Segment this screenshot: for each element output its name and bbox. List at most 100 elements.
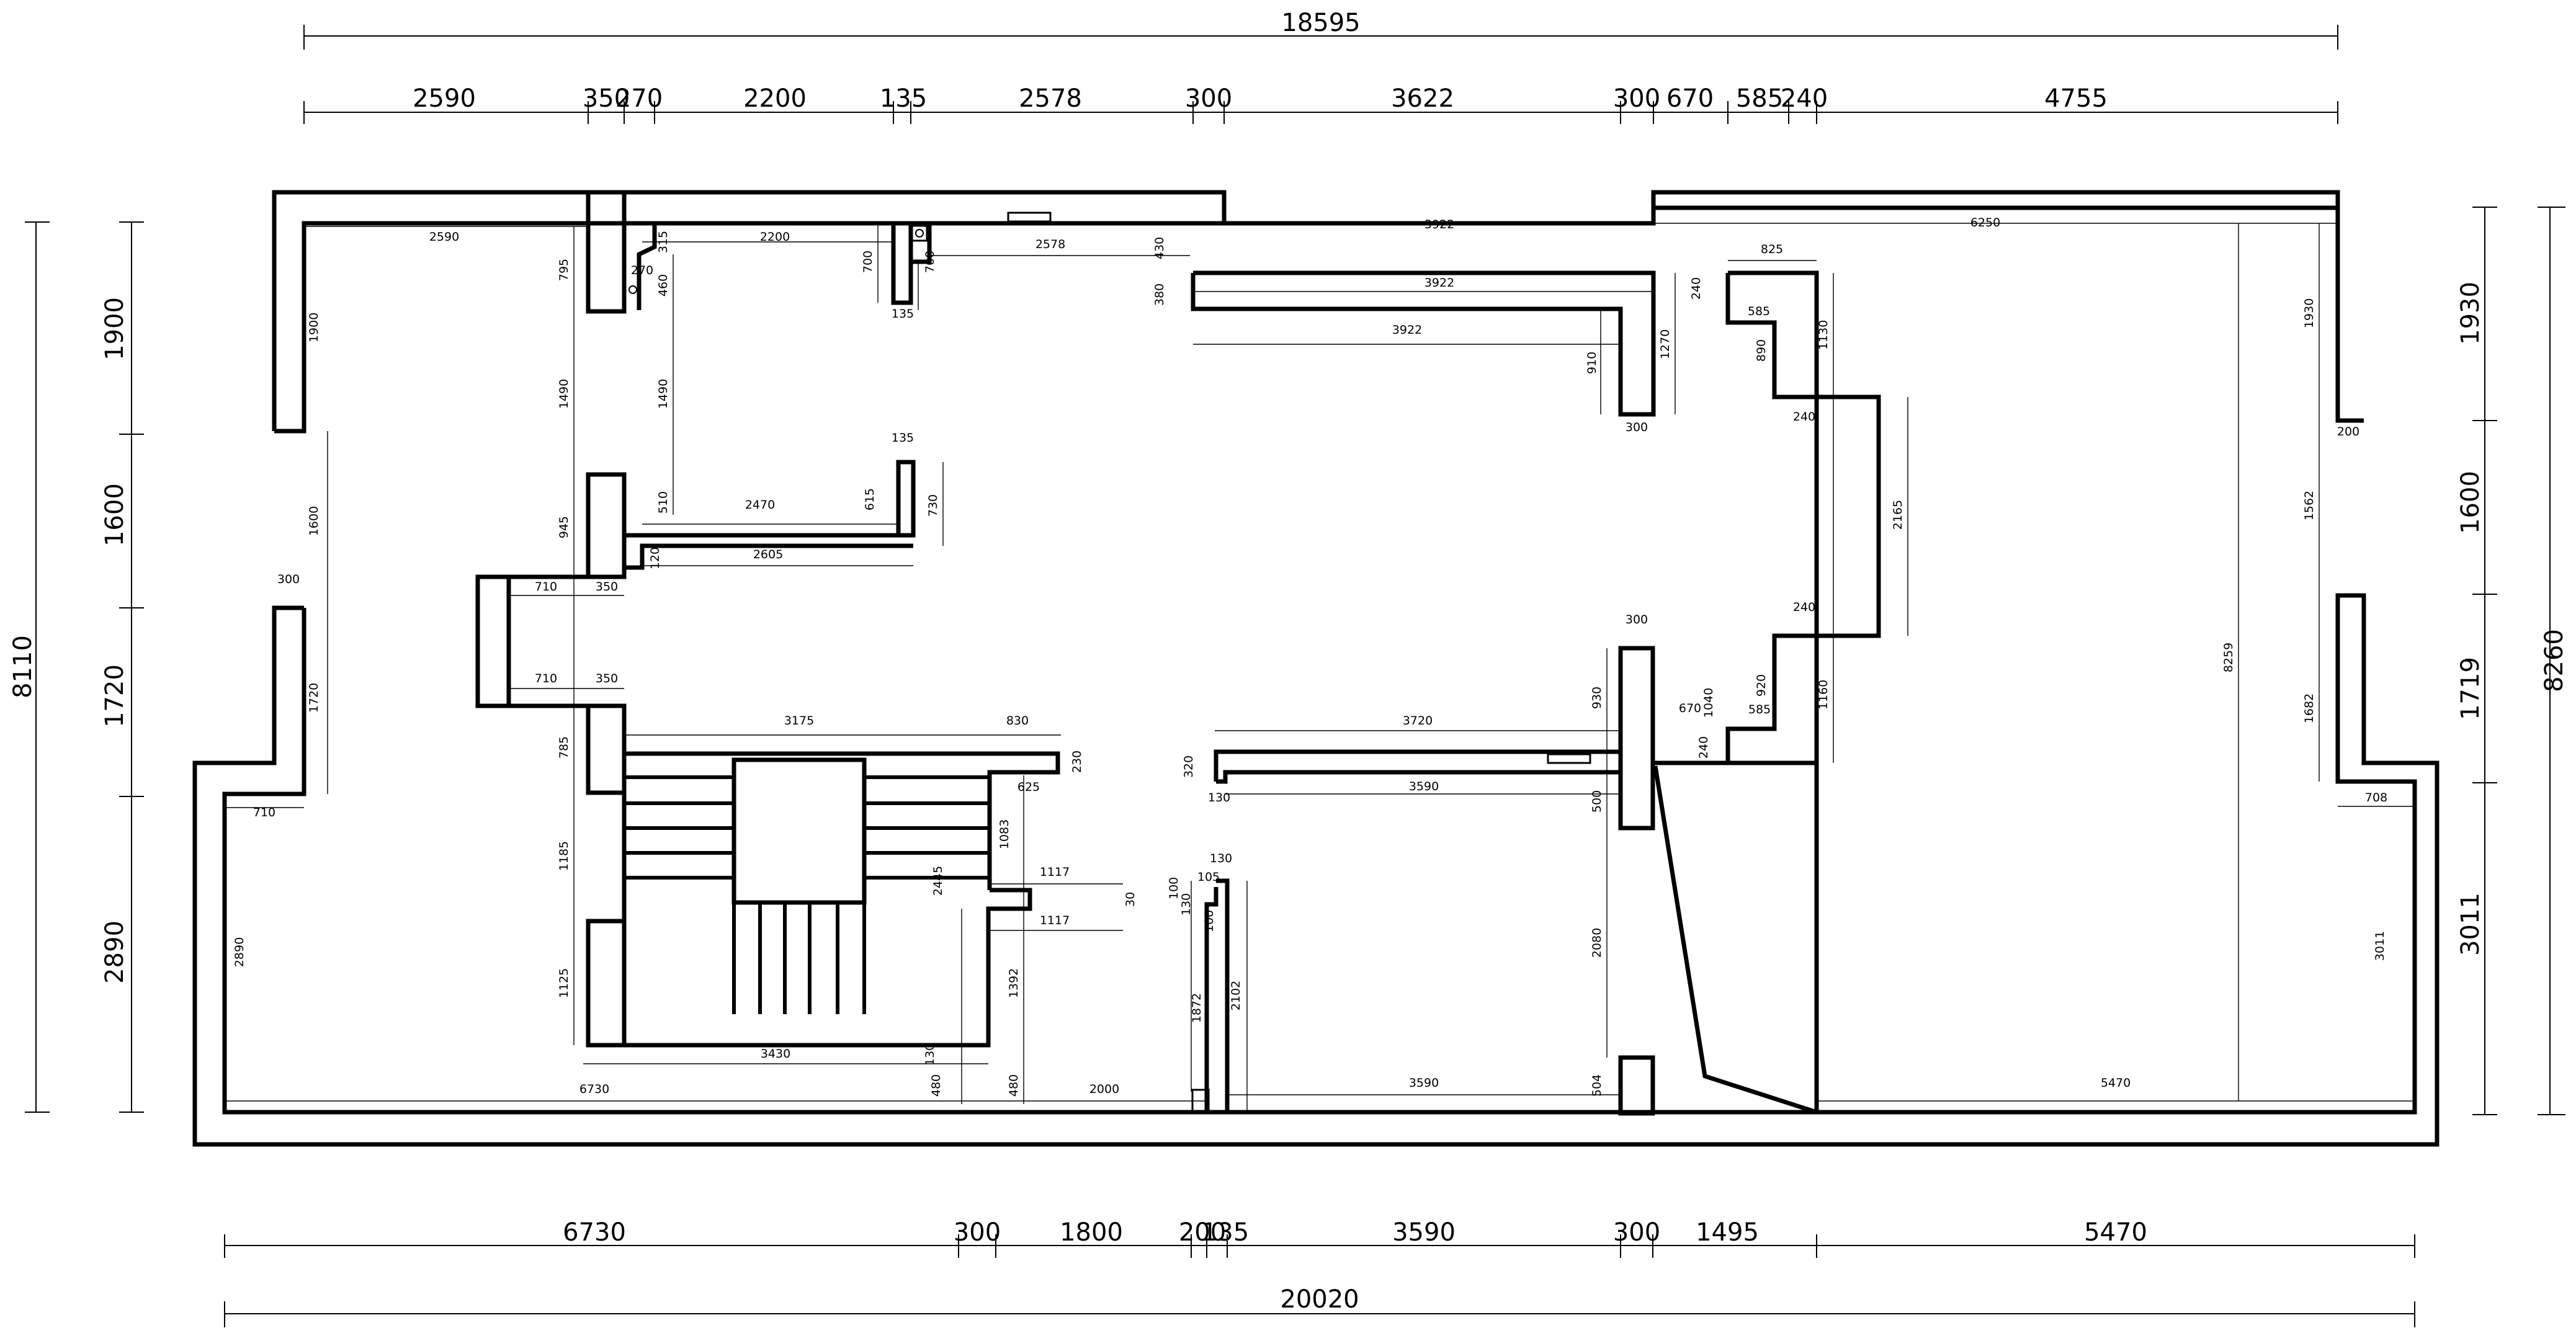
wall [1216, 770, 1621, 784]
dim-label: 300 [277, 573, 300, 586]
dim-label: 240 [1689, 277, 1703, 300]
dim-label: 700 [861, 251, 875, 273]
wall [1191, 270, 1656, 417]
dim-label: 2578 [1035, 238, 1065, 251]
dim-label: 585 [1748, 703, 1771, 716]
dim-label: 1130 [1817, 320, 1830, 350]
dim-label: 1040 [1702, 688, 1715, 718]
dim-top-seg: 270 [615, 84, 663, 113]
dim-left-total: 8110 [9, 635, 37, 698]
dim-label: 890 [1755, 339, 1768, 362]
dim-label: 350 [596, 580, 618, 594]
dim-label: 2080 [1590, 928, 1604, 958]
dim-label: 920 [1755, 674, 1768, 697]
dim-label: 230 [1070, 751, 1084, 773]
dim-label: 315 [656, 231, 670, 253]
wall [588, 888, 1032, 1048]
dim-bottom-seg: 300 [1613, 1218, 1660, 1247]
dim-left-seg: 1900 [101, 297, 129, 360]
dim-label: 8259 [2222, 643, 2235, 672]
wall-block [475, 574, 511, 708]
wall-block [1814, 394, 1881, 638]
dim-label: 615 [863, 488, 877, 510]
dim-label: 100 [1202, 910, 1216, 932]
dim-label: 3922 [1392, 323, 1422, 337]
dim-label: 2890 [233, 937, 246, 967]
dim-label: 708 [2365, 791, 2387, 804]
wall [1214, 749, 1621, 782]
dim-bottom-seg: 200 [1179, 1218, 1226, 1247]
dim-label: 1900 [307, 313, 321, 342]
dim-label: 130 [1208, 791, 1230, 804]
dim-right-seg: 3011 [2456, 893, 2485, 956]
dim-label: 1270 [1658, 329, 1672, 359]
dim-left-seg: 1600 [101, 483, 129, 546]
dim-label: 3590 [1409, 1076, 1439, 1090]
dim-label: 135 [892, 431, 914, 445]
dim-label: 430 [1153, 237, 1166, 259]
dim-top-seg: 2578 [1019, 84, 1082, 113]
wall-block [1618, 646, 1655, 831]
walls [192, 190, 2440, 1147]
dim-top-seg: 585 [1736, 84, 1783, 113]
dim-top-seg: 2590 [413, 84, 476, 113]
dim-label: 240 [1697, 736, 1711, 759]
dim-bottom-seg: 3590 [1392, 1218, 1456, 1247]
dim-label: 135 [892, 307, 914, 321]
dim-label: 1872 [1190, 993, 1204, 1023]
dim-label: 480 [929, 1074, 943, 1097]
dim-label: 1562 [2302, 491, 2316, 520]
dim-top-total: 18595 [1281, 9, 1360, 37]
dim-label: 200 [2337, 425, 2359, 439]
dim-right-seg: 1930 [2456, 282, 2485, 345]
dim-label: 270 [631, 264, 653, 277]
dim-bottom-seg: 1800 [1060, 1218, 1123, 1247]
dim-label: 3430 [761, 1047, 790, 1061]
wall [622, 543, 913, 570]
inner-dimension-lines [225, 223, 2415, 1112]
dim-bottom-total: 20020 [1280, 1285, 1359, 1314]
dim-label: 300 [1626, 613, 1648, 626]
wall-block [908, 221, 932, 264]
dim-top-seg: 240 [1781, 84, 1828, 113]
dim-label: 100 [1167, 877, 1181, 899]
dim-label: 2000 [1089, 1082, 1119, 1096]
dim-label: 670 [1679, 702, 1701, 715]
dim-label: 120 [648, 547, 662, 569]
dim-label: 500 [1590, 790, 1604, 813]
dim-left-seg: 2890 [101, 920, 129, 984]
wall-block [896, 460, 916, 538]
dim-label: 350 [596, 672, 618, 685]
dim-label: 1160 [1817, 680, 1830, 710]
dim-label: 3011 [2373, 931, 2387, 961]
fixtures [628, 212, 1591, 1113]
dim-label: 910 [1585, 352, 1599, 374]
dim-label: 3922 [1424, 218, 1454, 231]
outer-wall [1653, 205, 2340, 421]
wall [1725, 273, 1817, 399]
wall-block [586, 472, 627, 579]
dim-label: 460 [656, 274, 670, 296]
dim-label: 710 [253, 806, 275, 819]
dim-label: 130 [923, 1043, 937, 1066]
dim-label: 1720 [307, 683, 321, 713]
dim-label: 130 [1179, 893, 1193, 916]
dim-label: 2200 [760, 230, 790, 244]
dim-label: 930 [1590, 687, 1604, 709]
dim-label: 480 [1007, 1074, 1021, 1097]
dim-bottom-seg: 300 [954, 1218, 1001, 1247]
dim-label: 2102 [1229, 981, 1243, 1010]
dim-label: 510 [656, 491, 670, 514]
dim-label: 1125 [557, 968, 571, 998]
dim-label: 2445 [931, 866, 945, 896]
dim-label: 3175 [784, 714, 814, 728]
dim-label: 1490 [557, 379, 571, 409]
stair-ramp [1653, 765, 1818, 1115]
dim-left-seg: 1720 [101, 664, 129, 728]
wall-block [1618, 1055, 1655, 1116]
dim-label: 240 [1793, 410, 1815, 424]
dim-top-seg: 4755 [2044, 84, 2108, 113]
dim-bottom-seg: 1495 [1696, 1218, 1759, 1247]
dim-label: 3720 [1403, 714, 1433, 728]
